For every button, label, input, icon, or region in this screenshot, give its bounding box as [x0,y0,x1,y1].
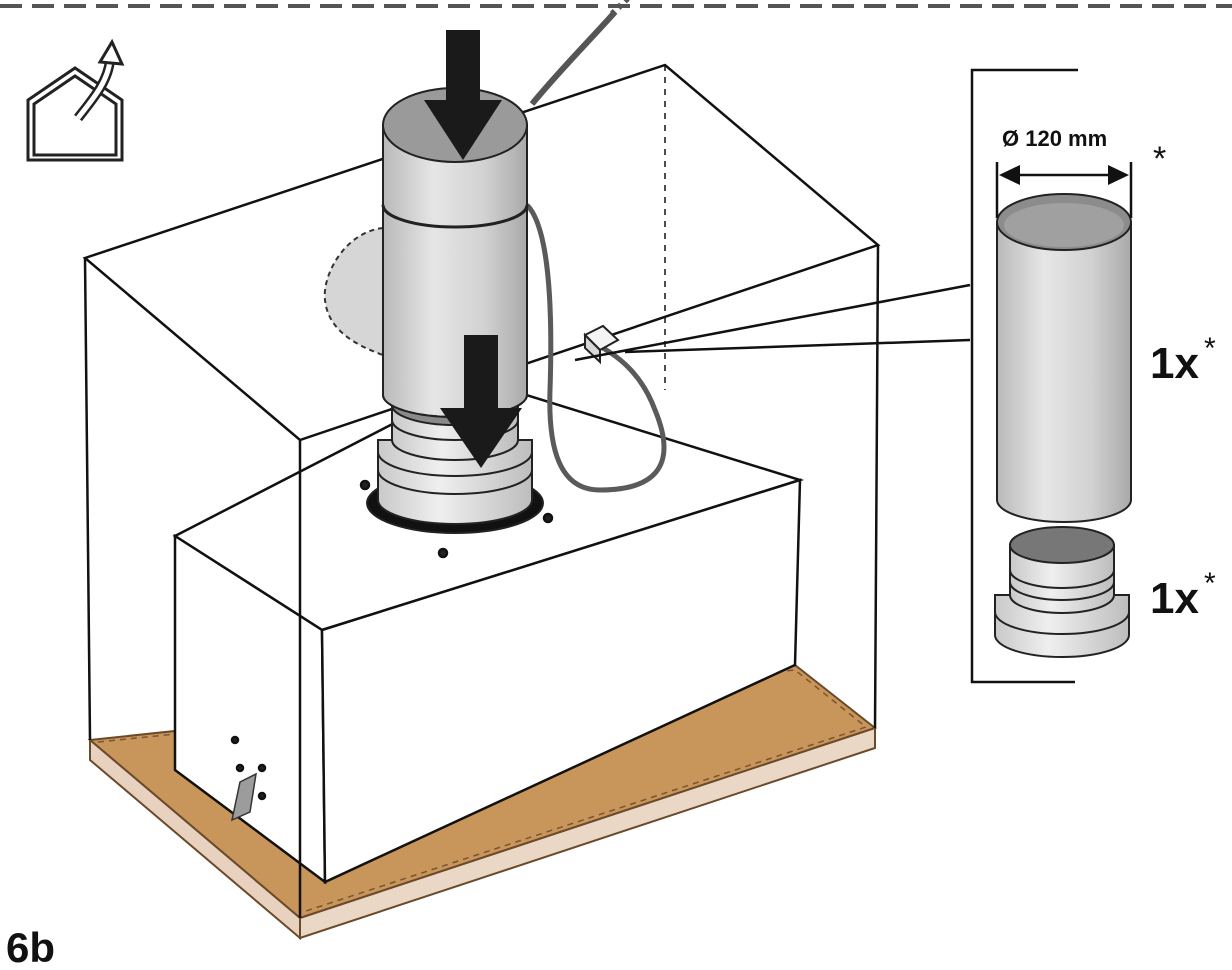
pipe-footnote: * [1204,332,1216,365]
diameter-footnote: * [1153,140,1166,178]
adapter-footnote: * [1204,567,1216,600]
hood-bracket [230,772,257,822]
insert-arrow-top [424,30,502,160]
diameter-dimension [995,162,1133,218]
range-hood [172,378,805,885]
diameter-label: Ø 120 mm [1002,126,1107,151]
figure-step-label: 6b [6,924,55,970]
detail-adapter [994,526,1130,658]
detail-callout-lines [574,68,1078,684]
detail-pipe [996,193,1132,523]
check-valve-flap [323,227,384,356]
pipe-quantity: 1x [1150,339,1199,388]
house-exhaust-icon [26,38,125,162]
adapter-quantity: 1x [1150,574,1199,623]
insert-arrow-bottom [440,335,522,468]
power-cable [525,0,667,493]
